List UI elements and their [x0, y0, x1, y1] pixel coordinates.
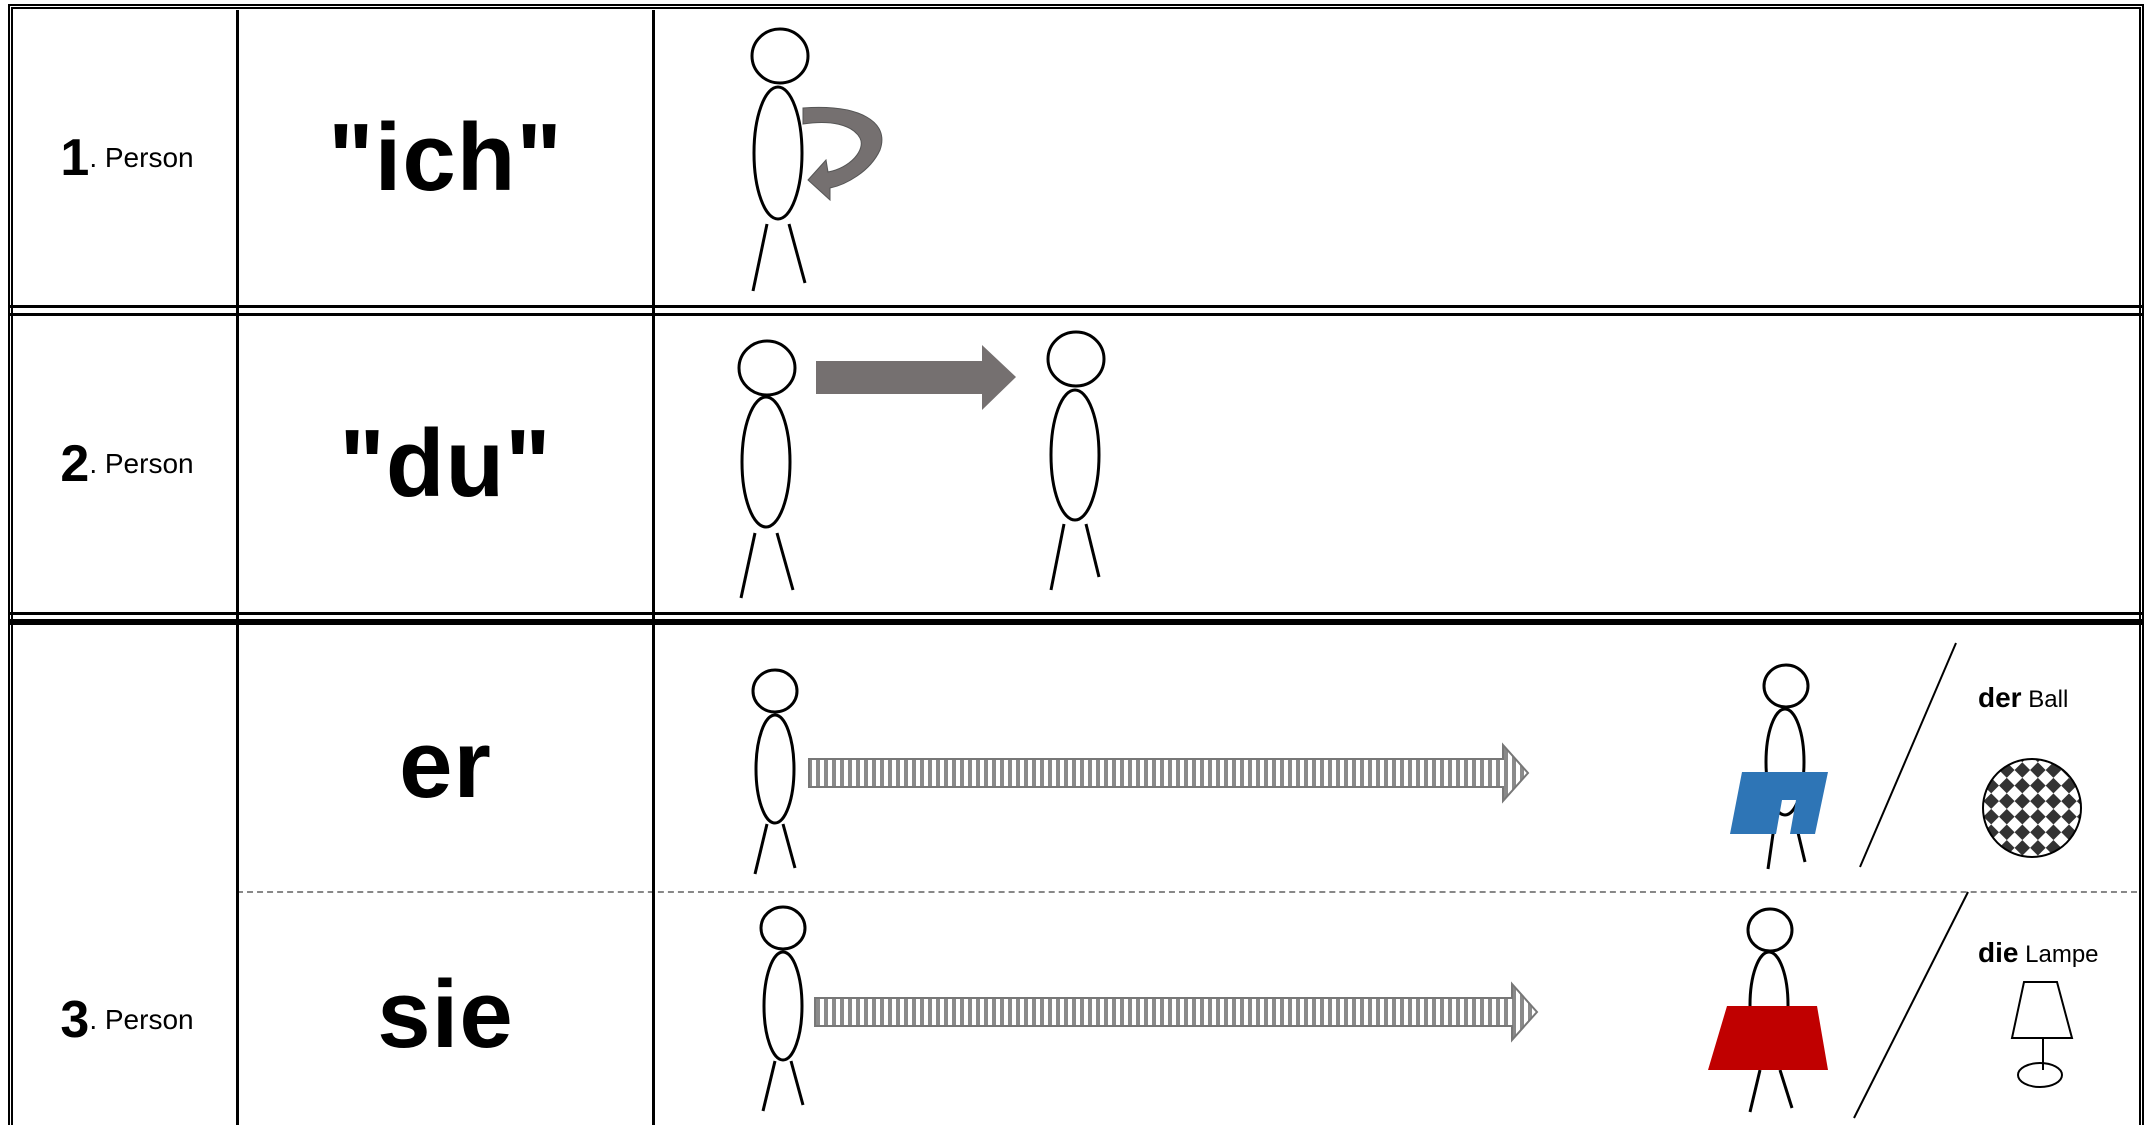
stick-figure-self	[750, 27, 810, 292]
pronoun-ich: "ich"	[328, 103, 563, 211]
ball-icon	[1982, 758, 2082, 858]
noun-word: Ball	[2028, 686, 2069, 713]
noun-label-lampe: die Lampe	[1978, 937, 2099, 969]
row-divider-1	[10, 305, 2142, 308]
male-garment-icon	[1730, 772, 1828, 834]
noun-article: die	[1978, 937, 2019, 968]
row-1-person-label: 1. Person	[18, 10, 236, 305]
row-divider-1b	[10, 313, 2142, 316]
person-number: 1	[60, 128, 90, 187]
row-3-person-label: 3. Person	[18, 960, 236, 1080]
pronoun-sie: sie	[377, 961, 514, 1068]
person-number: 3	[60, 991, 90, 1049]
divider-slash-sie	[1853, 891, 1969, 1119]
person-suffix: . Person	[89, 141, 194, 173]
noun-word: Lampe	[2025, 941, 2099, 968]
stick-figure-speaker-sie	[759, 905, 807, 1112]
female-garment-icon	[1708, 1006, 1828, 1070]
person-suffix: . Person	[89, 1004, 194, 1035]
pronoun-du: "du"	[339, 410, 552, 517]
stick-figure-speaker	[737, 339, 797, 599]
divider-slash-er	[1859, 642, 1957, 868]
striped-arrow-er-icon	[808, 742, 1530, 804]
column-divider-1	[236, 10, 239, 1125]
row-2-person-label: 2. Person	[18, 316, 236, 612]
row-divider-2b	[10, 619, 2142, 625]
pronoun-table	[8, 4, 2144, 1125]
row-divider-2	[10, 612, 2142, 615]
noun-article: der	[1978, 682, 2022, 713]
lamp-icon	[2010, 981, 2074, 1088]
stick-figure-male	[1730, 663, 1828, 870]
stick-figure-speaker-er	[751, 668, 799, 875]
stick-figure-listener	[1046, 330, 1106, 591]
striped-arrow-sie-icon	[814, 981, 1539, 1043]
noun-label-ball: der Ball	[1978, 682, 2068, 714]
pronoun-er: er	[399, 711, 492, 818]
row-divider-3-dashed	[237, 891, 2137, 893]
stick-figure-female	[1708, 907, 1828, 1113]
self-reference-arrow-icon	[802, 106, 883, 202]
right-arrow-icon	[816, 345, 1016, 410]
column-divider-2	[652, 10, 655, 1125]
person-suffix: . Person	[89, 448, 194, 479]
person-number: 2	[60, 435, 90, 493]
